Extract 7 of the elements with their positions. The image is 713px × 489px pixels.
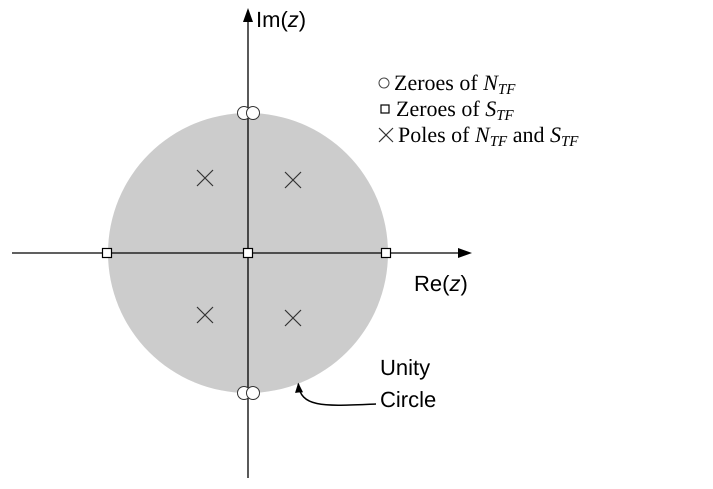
axis-label: Im(z)	[256, 6, 306, 34]
legend-text: Poles of N$_{TF}$ and S$_{TF}$	[398, 122, 578, 148]
axis-label: Re(z)	[414, 270, 468, 298]
leader-arrow	[296, 382, 376, 406]
circle-caption: Unity Circle	[380, 354, 438, 414]
legend-text: Zeroes of N$_{TF}$	[394, 70, 516, 96]
legend-text: Zeroes of S$_{TF}$	[396, 96, 514, 122]
